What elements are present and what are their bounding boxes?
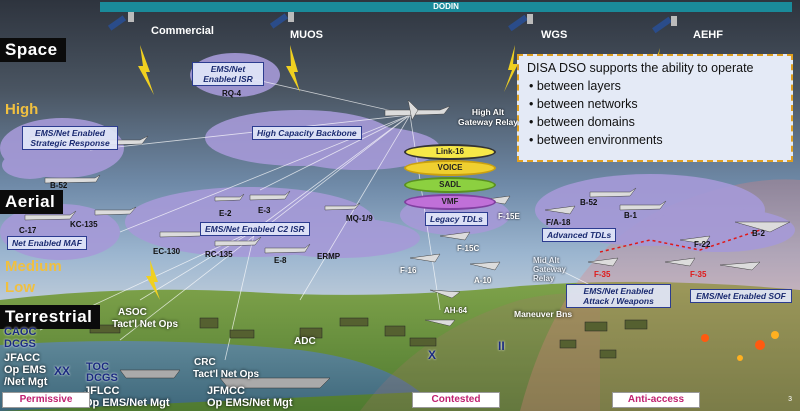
label-strategic-response: EMS/Net Enabled Strategic Response [22, 126, 118, 150]
aircraft-ah64: AH-64 [444, 306, 468, 315]
aircraft-b2: B-2 [752, 229, 765, 238]
ground-jflcc-ops: Op EMS/Net Mgt [84, 397, 170, 409]
ground-jfmcc: JFMCC [207, 385, 245, 397]
altitude-high: High [5, 101, 39, 118]
aircraft-f15c: F-15C [457, 244, 480, 253]
zone-permissive: Permissive [2, 392, 90, 408]
aircraft-fa18: F/A-18 [546, 218, 571, 227]
label-net-enabled-maf: Net Enabled MAF [7, 236, 87, 250]
zone-anti-access: Anti-access [612, 392, 700, 408]
label-c2-isr: EMS/Net Enabled C2 ISR [200, 222, 310, 236]
label-sof: EMS/Net Enabled SOF [690, 289, 792, 303]
layer-label-space: Space [0, 38, 66, 62]
disa-bullet: between domains [529, 113, 783, 131]
ground-adc: ADC [294, 336, 316, 347]
ground-toc: TOC [86, 361, 110, 373]
satellite-commercial: Commercial [151, 25, 214, 37]
ground-dcgs-2: DCGS [86, 372, 118, 384]
aircraft-f16: F-16 [400, 266, 417, 275]
aircraft-rc135: RC-135 [205, 250, 233, 259]
ground-ii-marker: II [498, 339, 505, 353]
aircraft-b52-right: B-52 [580, 198, 598, 207]
ground-asoc: ASOC [118, 307, 147, 318]
aircraft-ermp: ERMP [317, 252, 341, 261]
aircraft-f35-right: F-35 [690, 270, 707, 279]
aircraft-b52-left: B-52 [50, 181, 68, 190]
satellite-aehf: AEHF [693, 29, 723, 41]
datalink-sadl: SADL [404, 177, 496, 193]
datalink-link16: Link-16 [404, 144, 496, 160]
aircraft-ec130: EC-130 [153, 247, 181, 256]
mid-alt-gateway-relay: Mid Alt Gateway Relay [533, 256, 566, 283]
disa-bullet: between networks [529, 95, 783, 113]
satellite-wgs: WGS [541, 29, 568, 41]
ground-tactical-net-ops-2: Tact'l Net Ops [193, 369, 260, 380]
altitude-medium: Medium [5, 258, 62, 275]
aircraft-mq1-9: MQ-1/9 [346, 214, 373, 223]
aircraft-f35-left: F-35 [594, 270, 611, 279]
high-alt-gateway-relay: High Alt Gateway Relay [458, 107, 519, 127]
label-legacy-tdls: Legacy TDLs [425, 212, 488, 226]
label-isr: EMS/Net Enabled ISR [192, 62, 264, 86]
label-attack-weapons: EMS/Net Enabled Attack / Weapons [566, 284, 671, 308]
ground-jfacc: JFACC [4, 352, 41, 364]
datalink-voice: VOICE [404, 160, 496, 176]
ground-maneuver-bns: Maneuver Bns [514, 309, 573, 319]
disa-bullet: between environments [529, 131, 783, 149]
disa-heading: DISA DSO supports the ability to operate [527, 61, 754, 75]
aircraft-a10: A-10 [474, 276, 492, 285]
zone-contested: Contested [412, 392, 500, 408]
aircraft-f22: F-22 [694, 240, 711, 249]
aircraft-b1: B-1 [624, 211, 637, 220]
disa-bullet: between layers [529, 77, 783, 95]
ground-dcgs: DCGS [4, 338, 36, 350]
ground-xx-marker: XX [54, 364, 71, 378]
datalink-vmf: VMF [404, 194, 496, 210]
ground-caoc: CAOC [4, 326, 37, 338]
layer-label-aerial: Aerial [0, 190, 64, 214]
disa-dso-callout: DISA DSO supports the ability to operate… [517, 54, 793, 162]
aircraft-e3: E-3 [258, 206, 271, 215]
aircraft-rq4: RQ-4 [222, 89, 242, 98]
aircraft-f15e: F-15E [498, 212, 520, 221]
aircraft-kc135: KC-135 [70, 220, 98, 229]
ground-x-marker: X [428, 348, 437, 362]
aircraft-e8: E-8 [274, 256, 287, 265]
ground-tactical-net-ops-1: Tact'l Net Ops [112, 319, 179, 330]
layer-label-terrestrial: Terrestrial [0, 305, 101, 329]
altitude-low: Low [5, 279, 35, 296]
dodin-banner: DODIN [100, 2, 792, 12]
ground-jfacc-net-mgt: /Net Mgt [4, 376, 48, 388]
aircraft-c17: C-17 [19, 226, 37, 235]
label-advanced-tdls: Advanced TDLs [542, 228, 617, 242]
ground-jfmcc-ops: Op EMS/Net Mgt [207, 397, 293, 409]
label-high-capacity-backbone: High Capacity Backbone [252, 126, 362, 140]
ground-jflcc: JFLCC [84, 385, 120, 397]
aircraft-e2: E-2 [219, 209, 232, 218]
disa-bullet-list: between layers between networks between … [527, 77, 783, 149]
ground-crc: CRC [194, 357, 216, 368]
page-number: 3 [788, 396, 792, 403]
satellite-muos: MUOS [290, 29, 323, 41]
ground-jfacc-op-ems: Op EMS [4, 364, 47, 376]
